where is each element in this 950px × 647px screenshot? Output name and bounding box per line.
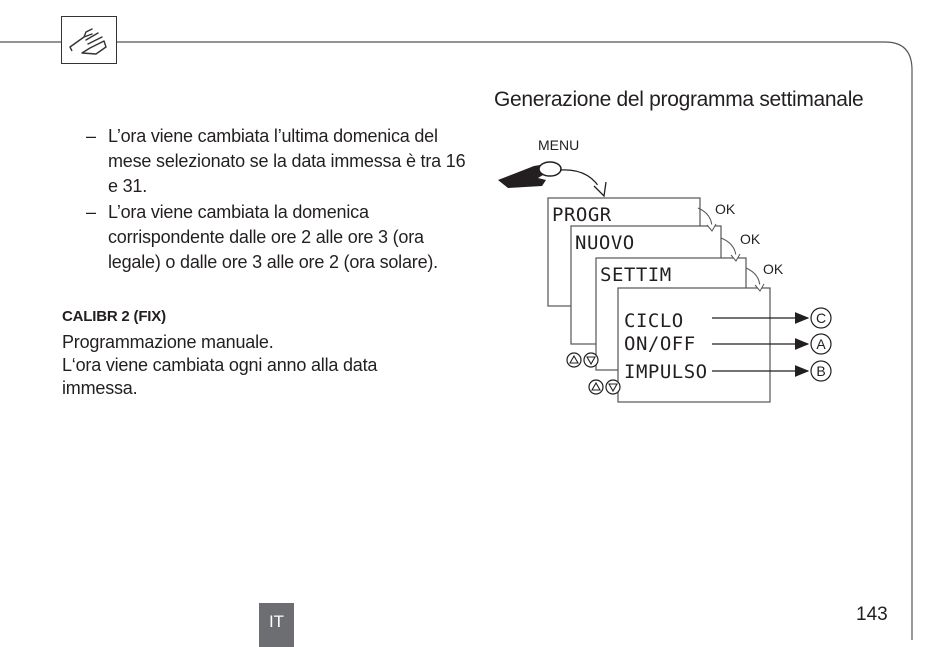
calibr-line: L‘ora viene cambiata ogni anno alla data <box>62 355 378 375</box>
ok-label: OK <box>715 201 736 217</box>
ok-label: OK <box>740 231 761 247</box>
option-ciclo-label: CICLO <box>624 310 684 332</box>
target-b-label: B <box>816 363 825 379</box>
up-down-buttons-icon <box>588 379 621 395</box>
page-number: 143 <box>856 604 888 625</box>
bullet-list: – L’ora viene cambiata l’ultima domenica… <box>86 124 466 276</box>
hand-pointing-icon <box>61 16 117 64</box>
bullet-text: L’ora viene cambiata l’ultima domenica d… <box>108 126 466 196</box>
up-down-buttons-icon <box>566 352 599 368</box>
target-b-circle <box>810 360 832 382</box>
bullet-item: – L’ora viene cambiata la domenica corri… <box>86 200 466 275</box>
menu-label: MENU <box>538 137 579 153</box>
target-a-label: A <box>816 336 826 352</box>
option-onoff-label: ON/OFF <box>624 333 696 355</box>
language-tab: IT <box>259 603 294 647</box>
screen-nuovo-label: NUOVO <box>575 232 635 254</box>
finger-press-icon <box>498 161 562 188</box>
screen-options <box>617 287 771 403</box>
target-c-circle <box>810 307 832 329</box>
menu-arrow-icon <box>559 169 603 193</box>
calibr-title: CALIBR 2 (FIX) <box>62 308 166 325</box>
target-a-circle <box>810 333 832 355</box>
bullet-item: – L’ora viene cambiata l’ultima domenica… <box>86 124 466 199</box>
calibr-line: immessa. <box>62 378 138 398</box>
option-impulso-label: IMPULSO <box>624 361 708 383</box>
section-title: Generazione del programma settimanale <box>494 88 864 111</box>
target-c-label: C <box>816 310 826 326</box>
screen-settim-label: SETTIM <box>600 264 672 286</box>
menu-diagram: MENU PROGR NUOVO SETTIM CICLO ON/OFF IMP… <box>498 137 832 403</box>
ok-label: OK <box>763 261 784 277</box>
screen-progr-label: PROGR <box>552 204 612 226</box>
bullet-dash: – <box>86 202 96 222</box>
calibr-line: Programmazione manuale. <box>62 332 274 352</box>
bullet-dash: – <box>86 126 96 146</box>
calibr-body: Programmazione manuale. L‘ora viene camb… <box>62 331 442 400</box>
bullet-text: L’ora viene cambiata la domenica corrisp… <box>108 202 438 272</box>
